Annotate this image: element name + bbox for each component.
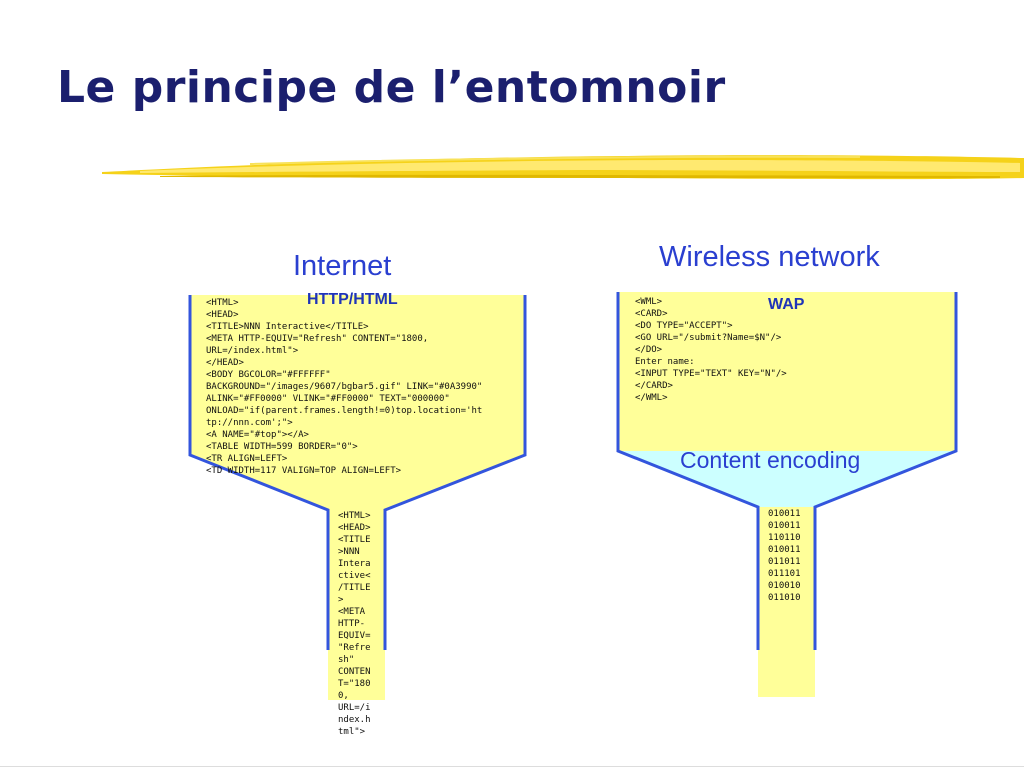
wap-label: WAP [768, 296, 805, 313]
internet-funnel-shape [190, 295, 525, 700]
html-code-narrow: <HTML> <HEAD> <TITLE >NNN Intera ctive< … [338, 511, 371, 737]
wireless-funnel-stem [758, 507, 815, 697]
wireless-funnel-shape [618, 292, 956, 451]
content-encoding-label: Content encoding [680, 447, 861, 473]
internet-funnel-outline [383, 295, 527, 650]
binary-code-block: 010011 010011 110110 010011 011011 01110… [768, 509, 801, 603]
internet-funnel-outline [188, 295, 330, 650]
slide-title: Le principe de l’entomnoir [57, 62, 726, 113]
wireless-funnel-outline [616, 292, 760, 650]
wml-code-block: <WML> <CARD> <DO TYPE="ACCEPT"> <GO URL=… [635, 297, 787, 403]
footer-divider [0, 766, 1024, 767]
wireless-network-label: Wireless network [659, 241, 880, 273]
wireless-funnel-outline [813, 292, 958, 650]
html-code-block: <HTML> <HEAD> <TITLE>NNN Interactive</TI… [206, 298, 483, 476]
yellow-brush-stroke [102, 155, 1024, 180]
content-encoding-area [618, 451, 956, 507]
internet-label: Internet [293, 250, 392, 282]
http-html-label: HTTP/HTML [307, 291, 398, 308]
